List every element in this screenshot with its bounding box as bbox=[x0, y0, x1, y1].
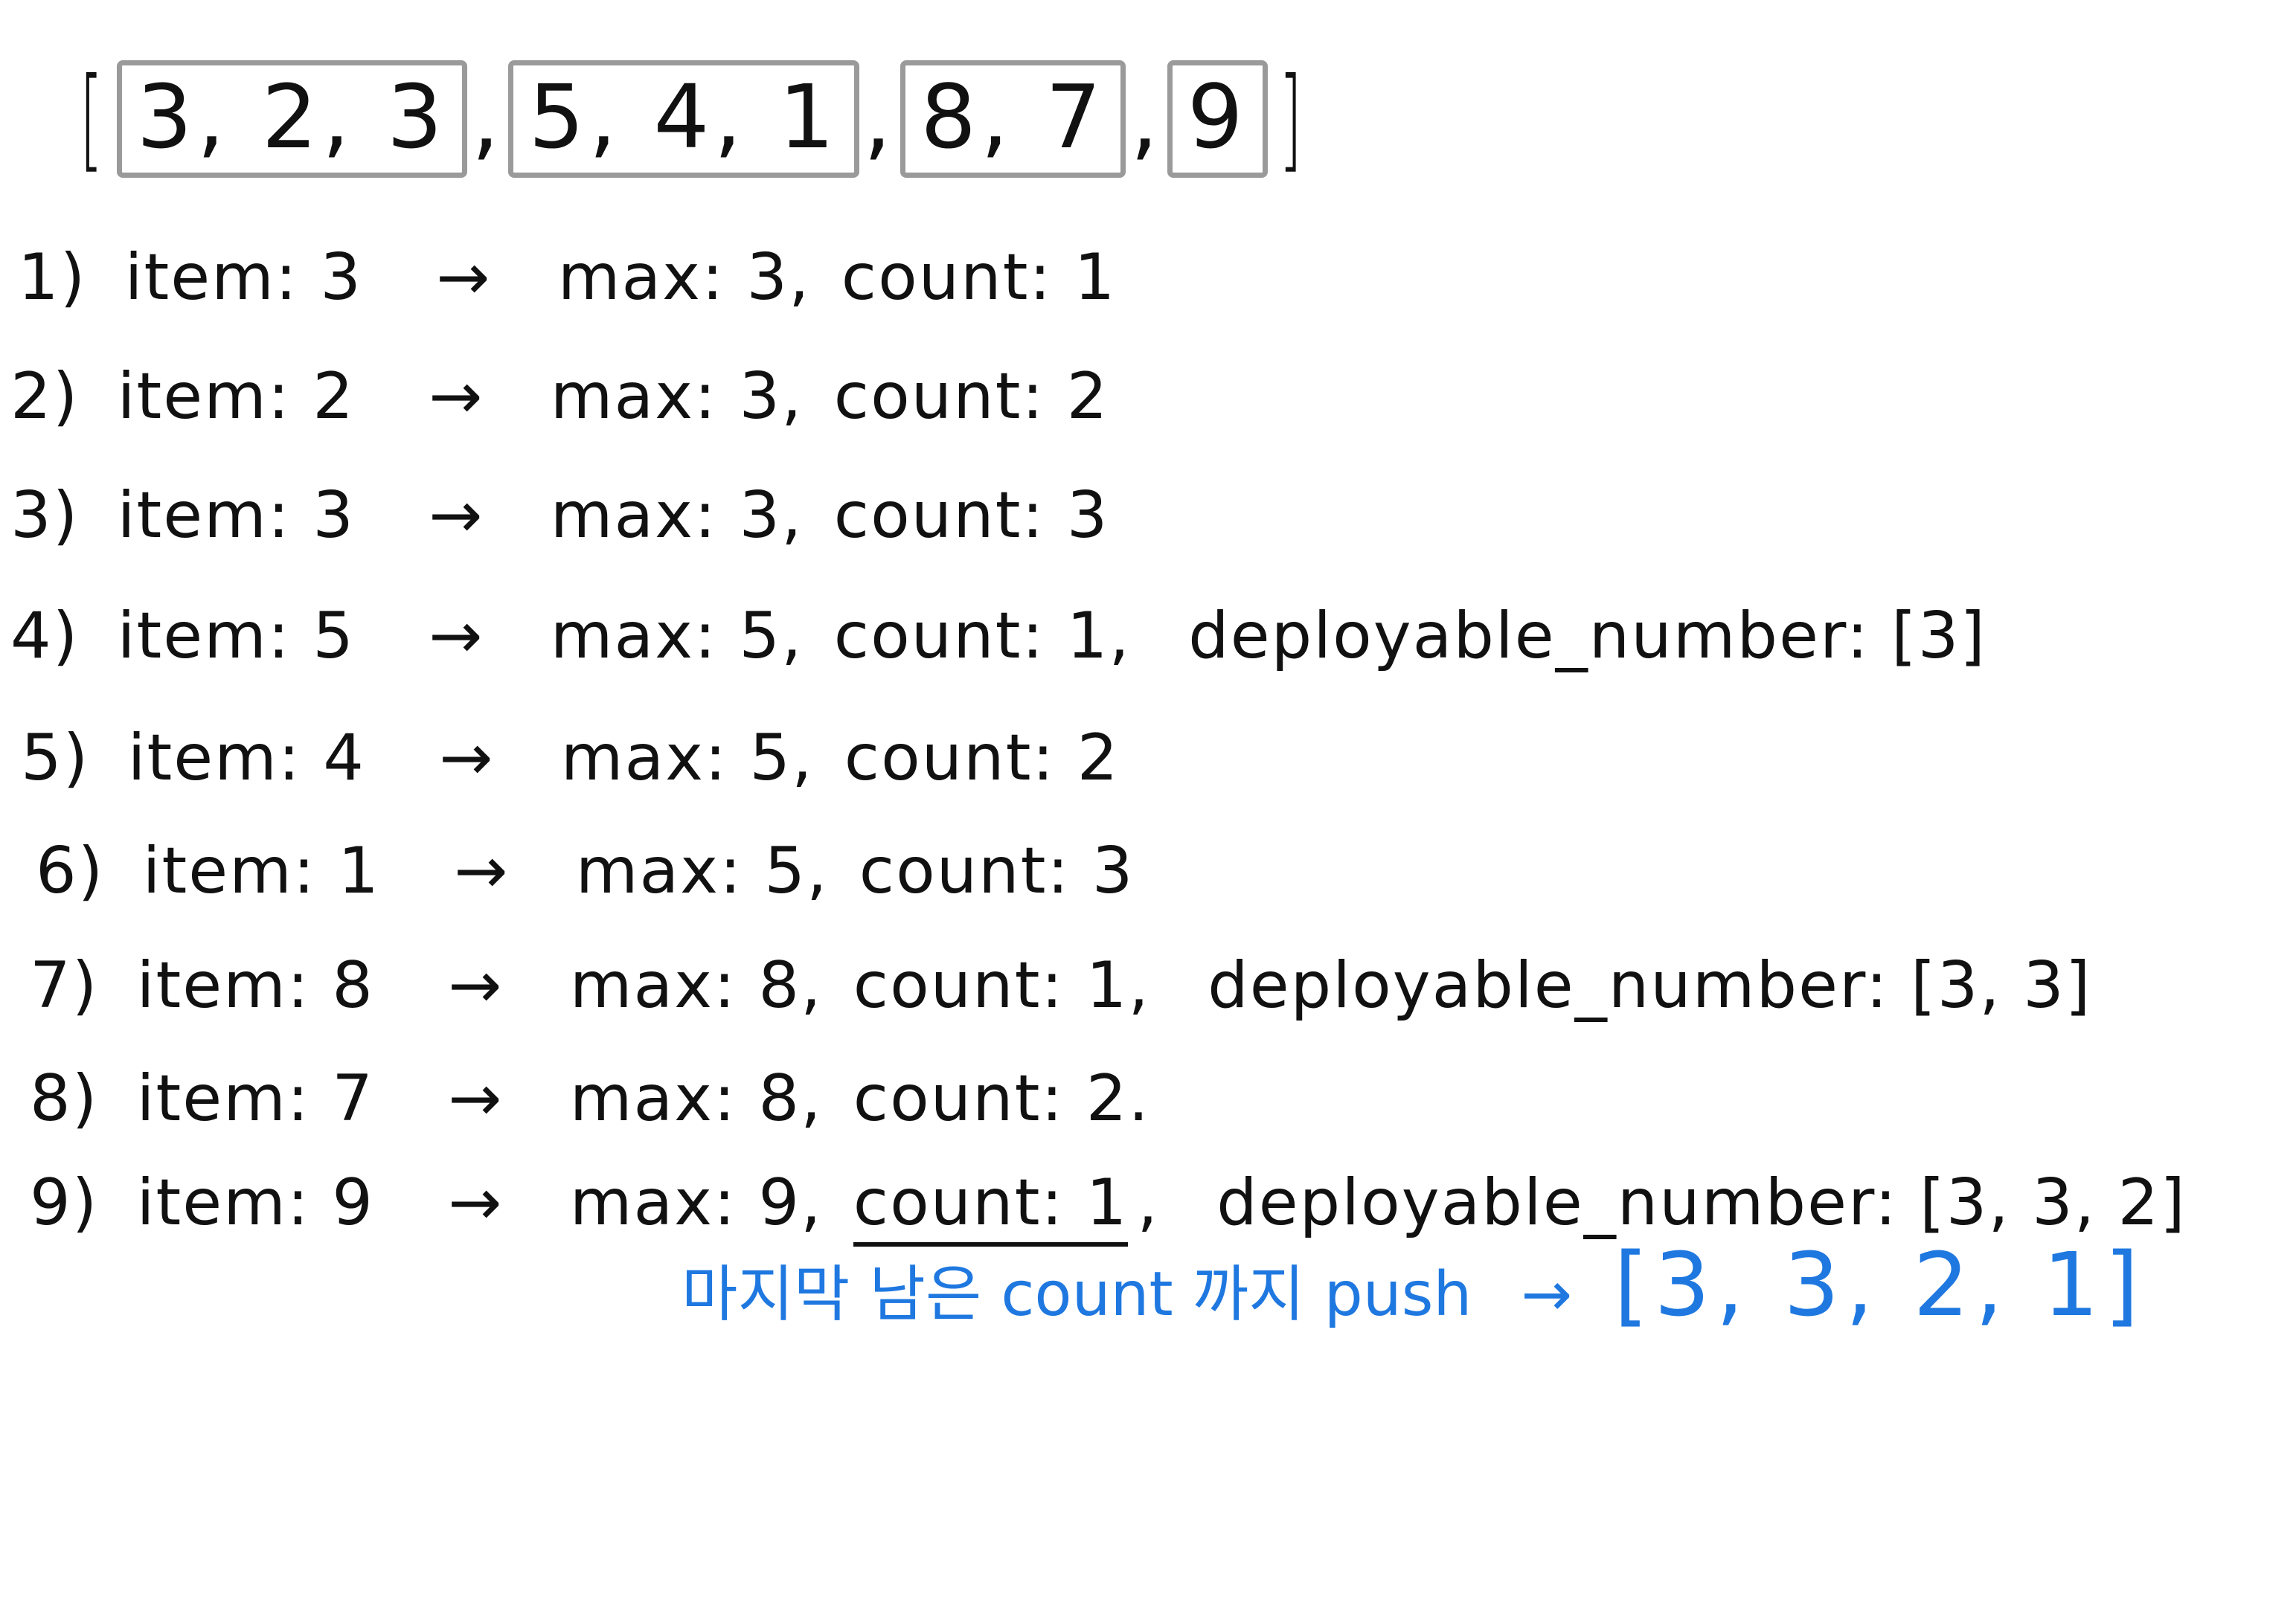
step-count: count: 2 bbox=[844, 721, 1120, 795]
step-5: 5) item: 4 → max: 5, count: 2 bbox=[21, 726, 1128, 790]
step-item: item: 4 bbox=[127, 721, 365, 795]
array-separator: , bbox=[863, 68, 897, 170]
step-deployable-number: deployable_number: [3, 3] bbox=[1208, 948, 2092, 1023]
right-arrow-icon: → bbox=[448, 1166, 504, 1240]
step-max: max: 5, bbox=[550, 599, 804, 673]
step-index: 7) bbox=[30, 948, 99, 1023]
step-count-suffix: , bbox=[1137, 1166, 1159, 1240]
step-8: 8) item: 7 → max: 8, count: 2. bbox=[30, 1067, 1159, 1131]
step-7: 7) item: 8 → max: 8, count: 1, deployabl… bbox=[30, 954, 2091, 1018]
step-max: max: 3, bbox=[550, 359, 804, 434]
step-item: item: 3 bbox=[117, 478, 355, 553]
input-array: [ 3, 2, 3 , 5, 4, 1 , 8, 7 , 9 ] bbox=[68, 52, 1315, 186]
array-close-bracket: ] bbox=[1278, 54, 1305, 184]
step-deployable-number: deployable_number: [3, 3, 2] bbox=[1216, 1166, 2187, 1240]
step-count-underlined: count: 1 bbox=[853, 1171, 1129, 1247]
step-item: item: 7 bbox=[136, 1061, 374, 1136]
final-push-note: 마지막 남은 count 까지 push → [3, 3, 2, 1] bbox=[682, 1241, 2145, 1328]
step-count: count: 3 bbox=[833, 478, 1109, 553]
step-6: 6) item: 1 → max: 5, count: 3 bbox=[36, 839, 1143, 903]
right-arrow-icon: → bbox=[436, 240, 492, 315]
step-9: 9) item: 9 → max: 9, count: 1, deployabl… bbox=[30, 1171, 2187, 1247]
step-4: 4) item: 5 → max: 5, count: 1, deployabl… bbox=[10, 604, 1986, 668]
step-item: item: 2 bbox=[117, 359, 355, 434]
array-open-bracket: [ bbox=[79, 54, 106, 184]
note-result: [3, 3, 2, 1] bbox=[1614, 1233, 2145, 1336]
right-arrow-icon: → bbox=[1521, 1259, 1573, 1330]
step-max: max: 5, bbox=[575, 834, 829, 908]
note-text: 마지막 남은 count 까지 push bbox=[682, 1259, 1472, 1330]
step-1: 1) item: 3 → max: 3, count: 1 bbox=[18, 245, 1125, 309]
step-index: 6) bbox=[36, 834, 105, 908]
step-max: max: 5, bbox=[560, 721, 814, 795]
right-arrow-icon: → bbox=[454, 834, 510, 908]
step-max: max: 3, bbox=[557, 240, 811, 315]
step-index: 9) bbox=[30, 1166, 99, 1240]
step-index: 3) bbox=[10, 478, 80, 553]
step-max: max: 3, bbox=[550, 478, 804, 553]
step-count: count: 3 bbox=[859, 834, 1135, 908]
right-arrow-icon: → bbox=[429, 599, 484, 673]
right-arrow-icon: → bbox=[448, 948, 504, 1023]
array-group-2: 5, 4, 1 bbox=[508, 60, 859, 178]
step-max: max: 8, bbox=[569, 1061, 823, 1136]
step-count: count: 2. bbox=[853, 1061, 1150, 1136]
step-count: count: 1, bbox=[833, 599, 1131, 673]
right-arrow-icon: → bbox=[429, 359, 484, 434]
step-max: max: 8, bbox=[569, 948, 823, 1023]
array-group-4: 9 bbox=[1167, 60, 1268, 178]
array-group-1: 3, 2, 3 bbox=[116, 60, 467, 178]
array-group-3: 8, 7 bbox=[900, 60, 1126, 178]
step-count: count: 1, bbox=[853, 948, 1150, 1023]
step-3: 3) item: 3 → max: 3, count: 3 bbox=[10, 483, 1117, 547]
step-deployable-number: deployable_number: [3] bbox=[1188, 599, 1986, 673]
step-count: count: 2 bbox=[833, 359, 1109, 434]
right-arrow-icon: → bbox=[439, 721, 495, 795]
array-separator: , bbox=[1130, 68, 1163, 170]
array-separator: , bbox=[471, 68, 504, 170]
step-index: 4) bbox=[10, 599, 80, 673]
right-arrow-icon: → bbox=[448, 1061, 504, 1136]
step-index: 8) bbox=[30, 1061, 99, 1136]
step-index: 2) bbox=[10, 359, 80, 434]
right-arrow-icon: → bbox=[429, 478, 484, 553]
step-item: item: 5 bbox=[117, 599, 355, 673]
step-index: 5) bbox=[21, 721, 90, 795]
step-item: item: 8 bbox=[136, 948, 374, 1023]
step-2: 2) item: 2 → max: 3, count: 2 bbox=[10, 364, 1117, 428]
step-max: max: 9, bbox=[569, 1166, 823, 1240]
step-count: count: 1 bbox=[841, 240, 1117, 315]
step-index: 1) bbox=[18, 240, 87, 315]
step-item: item: 1 bbox=[142, 834, 380, 908]
step-item: item: 9 bbox=[136, 1166, 374, 1240]
step-item: item: 3 bbox=[124, 240, 362, 315]
